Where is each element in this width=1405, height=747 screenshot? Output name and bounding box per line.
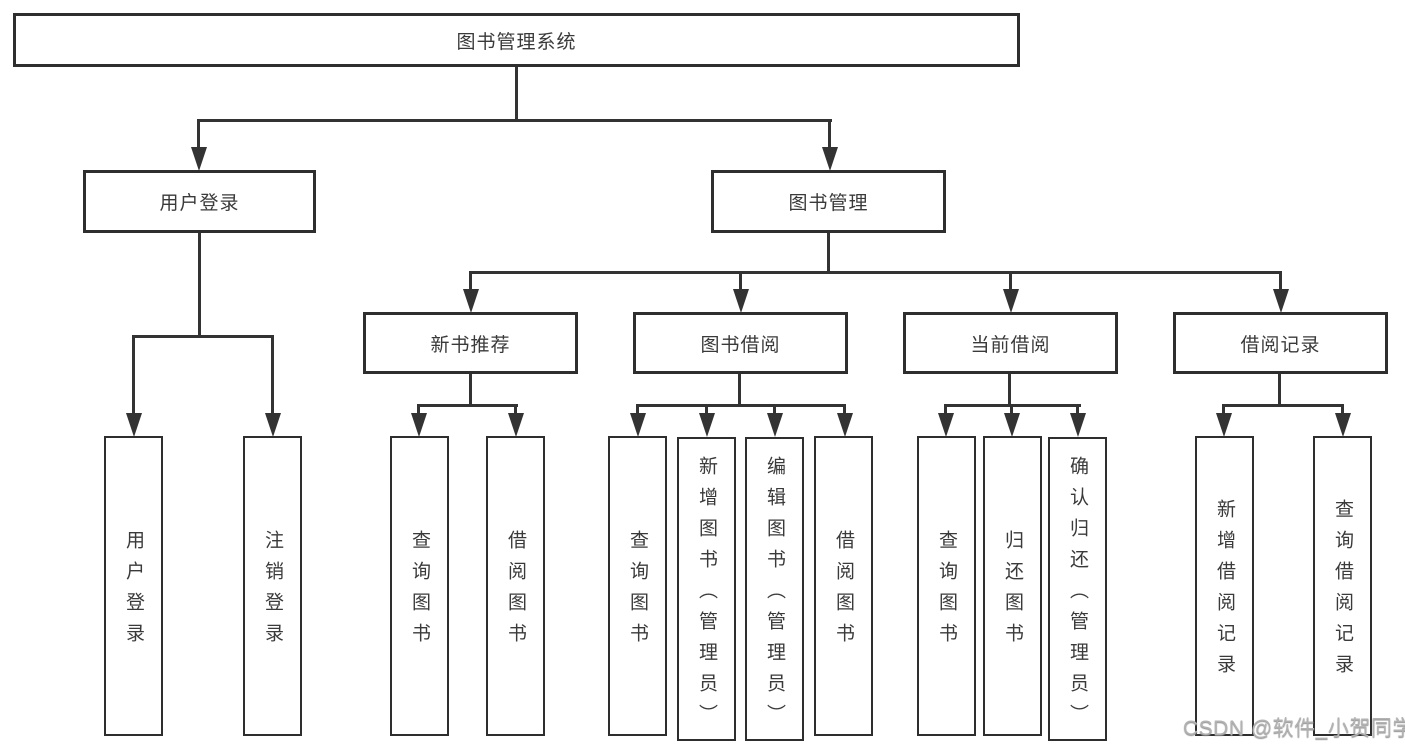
leaf-add-borrow-record-label: 新增借阅记录: [1214, 499, 1235, 685]
connector-line: [636, 404, 639, 416]
node-borrow-record: 借阅记录: [1173, 312, 1388, 374]
connector-line: [417, 404, 420, 416]
arrow-down-icon: [1335, 413, 1351, 437]
connector-line: [514, 404, 517, 416]
connector-line: [828, 119, 831, 150]
arrow-down-icon: [1216, 413, 1232, 437]
leaf-confirm-return-admin: 确认归还（管理员）: [1048, 437, 1107, 741]
leaf-edit-book-admin-label: 编辑图书（管理员）: [764, 455, 785, 735]
connector-line: [198, 233, 201, 338]
leaf-user-login: 用户登录: [104, 436, 163, 736]
connector-line: [1222, 404, 1344, 407]
arrow-down-icon: [733, 289, 749, 313]
arrow-down-icon: [822, 147, 838, 171]
leaf-return-book-label: 归还图书: [1002, 530, 1023, 654]
arrow-down-icon: [508, 413, 524, 437]
connector-line: [739, 271, 742, 292]
connector-line: [1009, 271, 1012, 292]
arrow-down-icon: [1003, 289, 1019, 313]
connector-line: [1341, 404, 1344, 416]
arrow-down-icon: [938, 413, 954, 437]
arrow-down-icon: [1070, 413, 1086, 437]
connector-line: [944, 404, 947, 416]
arrow-down-icon: [630, 413, 646, 437]
leaf-edit-book-admin: 编辑图书（管理员）: [745, 437, 804, 741]
connector-line: [1010, 404, 1013, 416]
connector-line: [1222, 404, 1225, 416]
leaf-add-book-admin-label: 新增图书（管理员）: [696, 455, 717, 735]
node-user-login: 用户登录: [83, 170, 316, 233]
node-borrow-record-label: 借阅记录: [1240, 334, 1321, 356]
connector-line: [636, 404, 846, 407]
arrow-down-icon: [1004, 413, 1020, 437]
leaf-logout-label: 注销登录: [262, 530, 283, 654]
leaf-add-book-admin: 新增图书（管理员）: [677, 437, 736, 741]
connector-line: [132, 335, 135, 415]
leaf-user-login-label: 用户登录: [123, 530, 144, 654]
node-root: 图书管理系统: [13, 13, 1020, 67]
arrow-down-icon: [1273, 289, 1289, 313]
connector-line: [197, 119, 200, 150]
leaf-query-book-3-label: 查询图书: [936, 530, 957, 654]
leaf-borrow-book-1-label: 借阅图书: [505, 530, 526, 654]
connector-line: [197, 119, 832, 122]
connector-line: [773, 404, 776, 416]
leaf-query-book-1-label: 查询图书: [409, 530, 430, 654]
connector-line: [515, 67, 518, 121]
leaf-logout: 注销登录: [243, 436, 302, 736]
arrow-down-icon: [767, 413, 783, 437]
connector-line: [1008, 374, 1011, 407]
leaf-borrow-book-2: 借阅图书: [814, 436, 873, 736]
leaf-borrow-book-1: 借阅图书: [486, 436, 545, 736]
node-current-borrow: 当前借阅: [903, 312, 1118, 374]
arrow-down-icon: [837, 413, 853, 437]
arrow-down-icon: [265, 413, 281, 437]
connector-line: [417, 404, 518, 407]
node-user-login-label: 用户登录: [159, 193, 240, 214]
node-new-book-recommend: 新书推荐: [363, 312, 578, 374]
node-book-management: 图书管理: [711, 170, 946, 233]
connector-line: [469, 271, 472, 292]
connector-line: [1278, 374, 1281, 407]
connector-line: [1279, 271, 1282, 292]
node-current-borrow-label: 当前借阅: [970, 334, 1051, 356]
leaf-borrow-book-2-label: 借阅图书: [833, 530, 854, 654]
leaf-add-borrow-record: 新增借阅记录: [1195, 436, 1254, 736]
connector-line: [827, 233, 830, 274]
node-book-borrow: 图书借阅: [633, 312, 848, 374]
leaf-confirm-return-admin-label: 确认归还（管理员）: [1067, 455, 1088, 735]
node-root-label: 图书管理系统: [456, 31, 577, 53]
leaf-query-borrow-record: 查询借阅记录: [1313, 436, 1372, 736]
connector-line: [271, 335, 274, 415]
arrow-down-icon: [699, 413, 715, 437]
leaf-query-book-3: 查询图书: [917, 436, 976, 736]
arrow-down-icon: [411, 413, 427, 437]
watermark: CSDN @软件_小贺同学: [1183, 717, 1405, 740]
connector-line: [843, 404, 846, 416]
connector-line: [469, 374, 472, 407]
connector-line: [705, 404, 708, 416]
leaf-query-book-1: 查询图书: [390, 436, 449, 736]
leaf-return-book: 归还图书: [983, 436, 1042, 736]
connector-line: [738, 374, 741, 407]
connector-line: [1076, 404, 1079, 416]
leaf-query-borrow-record-label: 查询借阅记录: [1332, 499, 1353, 685]
arrow-down-icon: [126, 413, 142, 437]
arrow-down-icon: [463, 289, 479, 313]
arrow-down-icon: [191, 147, 207, 171]
leaf-query-book-2-label: 查询图书: [627, 530, 648, 654]
node-new-book-recommend-label: 新书推荐: [430, 334, 511, 356]
connector-line: [132, 335, 274, 338]
node-book-management-label: 图书管理: [788, 193, 869, 214]
leaf-query-book-2: 查询图书: [608, 436, 667, 736]
connector-line: [469, 271, 1282, 274]
node-book-borrow-label: 图书借阅: [700, 334, 781, 356]
